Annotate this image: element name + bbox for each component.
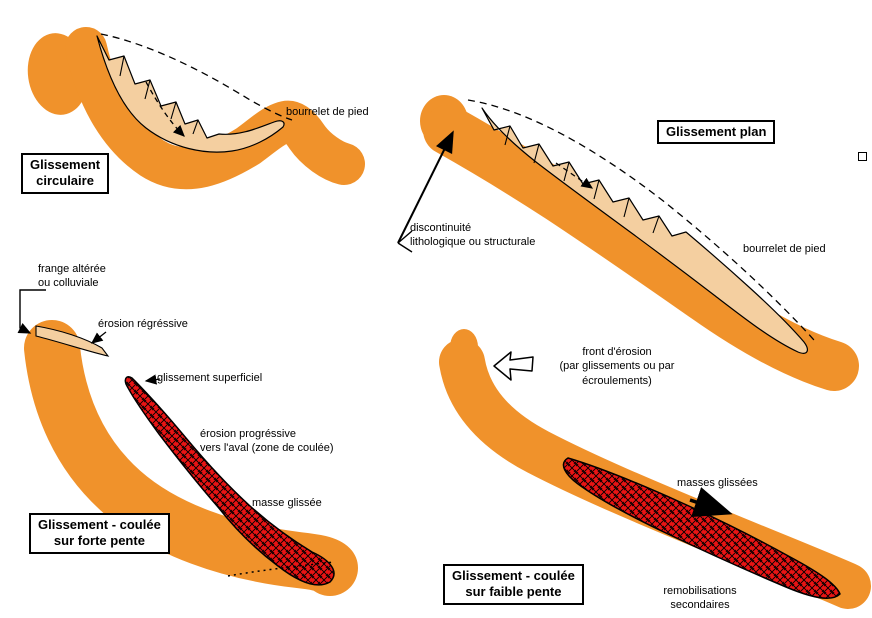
- label-bourrelet-plan: bourrelet de pied: [743, 243, 826, 255]
- glissement-superficiel-arrow: [144, 374, 161, 385]
- slide-step-lines: [504, 125, 660, 234]
- label-line: écroulements): [582, 374, 652, 387]
- label-line: front d'érosion: [582, 346, 652, 358]
- panel-circulaire: [27, 27, 365, 190]
- label-frange-alteree: frange altérée ou colluviale: [38, 262, 106, 291]
- title-glissement-plan: Glissement plan: [657, 120, 776, 145]
- label-line: (par glissements ou par: [559, 360, 675, 373]
- label-front-erosion: front d'érosion (par glissements ou par …: [537, 345, 697, 388]
- label-remobilisations: remobilisations secondaires: [645, 584, 755, 613]
- weathered-fringe-tan: [35, 325, 110, 357]
- label-erosion-regressive: érosion régréssive: [98, 318, 188, 330]
- label-line: lithologique ou structurale: [410, 236, 536, 249]
- title-glissement-circulaire: Glissement circulaire: [21, 153, 110, 194]
- original-surface-dashed: [100, 33, 293, 121]
- title-line: Glissement: [30, 157, 101, 172]
- discontinuity-pointer-arrow: [397, 230, 413, 253]
- title-line: sur faible pente: [465, 584, 562, 600]
- panel-faible-pente: [439, 329, 871, 609]
- label-line: secondaires: [670, 599, 730, 612]
- small-square-artifact: [858, 152, 867, 161]
- label-line: frange altérée: [38, 263, 106, 275]
- movement-arrow-dashed: [555, 162, 594, 189]
- masses-glissees-arrow: [689, 487, 733, 517]
- title-line: Glissement - coulée: [452, 568, 575, 583]
- discontinuity-pointer-arrow-shaft: [397, 130, 454, 244]
- title-glissement-coulee-faible-pente: Glissement - coulée sur faible pente: [443, 564, 584, 605]
- label-line: érosion progréssive: [200, 428, 296, 440]
- label-line: discontinuité: [410, 222, 472, 234]
- label-line: remobilisations: [663, 585, 737, 597]
- panel-plan: [397, 95, 859, 391]
- title-line: circulaire: [36, 173, 94, 189]
- label-glissement-superficiel: glissement superficiel: [157, 372, 263, 384]
- label-masses-glissees: masses glissées: [677, 477, 758, 489]
- label-erosion-progressive: érosion progréssive vers l'aval (zone de…: [200, 427, 334, 456]
- slope-orange: [423, 105, 859, 391]
- flow-mass-red: [562, 457, 841, 599]
- label-bourrelet-circulaire: bourrelet de pied: [286, 106, 369, 118]
- label-discontinuite: discontinuité lithologique ou structural…: [410, 221, 535, 250]
- slope-orange: [439, 339, 871, 609]
- slide-mass-tan: [481, 107, 808, 354]
- slide-mass-tan: [96, 35, 285, 153]
- label-line: ou colluviale: [38, 277, 99, 290]
- label-masse-glissee: masse glissée: [252, 497, 322, 509]
- slide-step-lines: [119, 55, 199, 135]
- erosion-regressive-arrow: [90, 331, 107, 344]
- original-surface-dashed: [467, 99, 815, 341]
- frange-bracket-arrow: [17, 289, 46, 334]
- title-line: Glissement - coulée: [38, 517, 161, 532]
- erosion-front-hollow-arrow: [493, 351, 534, 381]
- flow-mass-red: [124, 376, 335, 586]
- title-line: sur forte pente: [53, 533, 145, 549]
- title-glissement-coulee-forte-pente: Glissement - coulée sur forte pente: [29, 513, 170, 554]
- label-line: vers l'aval (zone de coulée): [200, 442, 334, 455]
